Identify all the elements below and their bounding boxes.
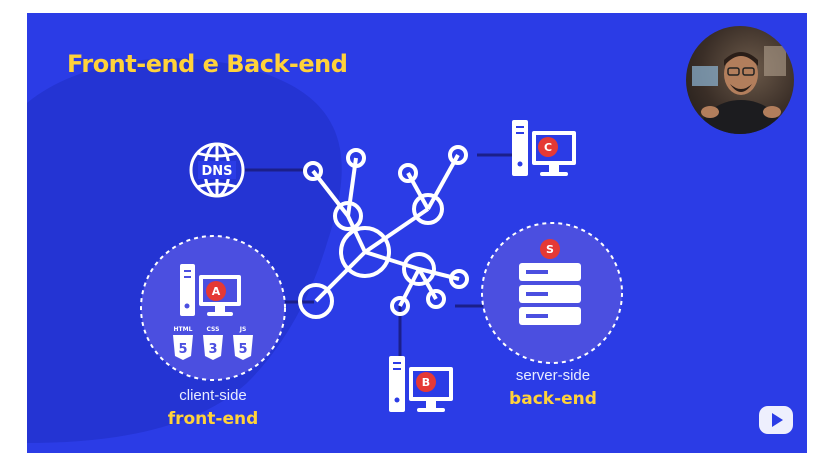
graph-node <box>298 283 334 319</box>
badge-b-label: B <box>422 376 430 389</box>
caption-front-end: front-end <box>167 409 259 429</box>
server-icon <box>519 263 581 325</box>
svg-text:HTML: HTML <box>174 326 193 333</box>
graph-node-center <box>339 226 391 278</box>
badge-a-label: A <box>212 285 221 298</box>
js-icon: JS 5 <box>233 326 253 360</box>
slide-frame: DNS C A HTML <box>27 13 807 453</box>
badge-s-label: S <box>546 243 554 256</box>
html5-icon: HTML 5 <box>173 326 193 360</box>
graph-node <box>346 148 366 168</box>
svg-text:CSS: CSS <box>207 326 220 333</box>
css3-icon: CSS 3 <box>203 326 223 360</box>
badge-s <box>540 239 560 259</box>
graph-node <box>448 145 468 165</box>
badge-a <box>206 281 226 301</box>
play-logo-icon <box>759 406 793 434</box>
network-diagram: DNS C A HTML <box>27 58 623 443</box>
network-graph <box>298 145 469 319</box>
badge-c <box>538 137 558 157</box>
presenter-webcam <box>686 26 794 134</box>
graph-node <box>398 163 418 183</box>
svg-text:3: 3 <box>208 342 217 357</box>
caption-back-end: back-end <box>509 389 597 409</box>
graph-node <box>303 161 323 181</box>
graph-node <box>449 269 469 289</box>
graph-node <box>402 252 436 286</box>
dns-label-bg <box>198 161 236 179</box>
slide-title: Front-end e Back-end <box>67 50 348 78</box>
svg-text:5: 5 <box>178 342 187 357</box>
svg-text:JS: JS <box>239 326 247 333</box>
caption-client-side: client-side <box>179 387 247 404</box>
svg-text:5: 5 <box>238 342 247 357</box>
dns-label: DNS <box>201 164 232 179</box>
badge-b <box>416 372 436 392</box>
graph-node <box>390 296 410 316</box>
presenter-image <box>692 46 786 134</box>
graph-node <box>333 201 363 231</box>
caption-server-side: server-side <box>515 367 591 384</box>
graph-node <box>412 193 444 225</box>
graph-node <box>426 289 446 309</box>
badge-c-label: C <box>544 141 552 154</box>
